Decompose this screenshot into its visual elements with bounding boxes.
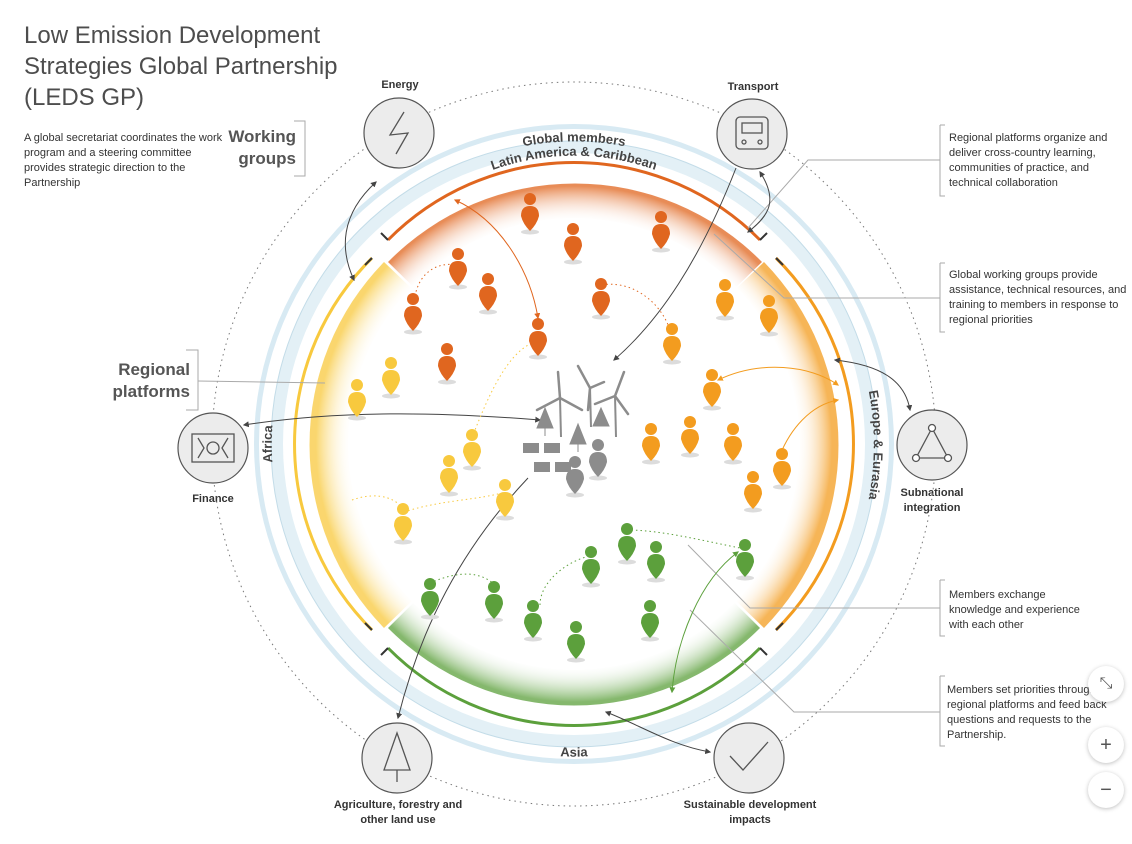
collapse-icon: ⤡ <box>1099 675 1113 692</box>
finance-label: Finance <box>192 493 234 505</box>
asia-member <box>485 581 503 623</box>
zoom-out-button[interactable]: − <box>1088 772 1124 808</box>
center-member <box>589 439 607 481</box>
callout-members-exchange: Members exchange knowledge and experienc… <box>949 589 1080 631</box>
transport-icon <box>716 98 788 170</box>
lac-member <box>652 211 670 253</box>
europe-member <box>744 471 762 513</box>
asia-member <box>647 541 665 583</box>
asia-member <box>641 600 659 642</box>
center-illustration <box>523 364 630 472</box>
lac-member <box>404 293 422 335</box>
africa-member <box>496 479 514 521</box>
europe-arc <box>774 256 855 632</box>
center-member <box>566 456 584 498</box>
energy-label: Energy <box>381 79 419 91</box>
europe-member <box>681 416 699 458</box>
zoom-in-button[interactable]: + <box>1088 727 1124 763</box>
lac-member <box>438 343 456 385</box>
collapse-button[interactable]: ⤡ <box>1088 666 1124 702</box>
afolu-label: Agriculture, forestry and other land use <box>333 799 463 826</box>
asia-text: Asia <box>560 744 588 759</box>
sdi-icon <box>713 722 785 794</box>
plus-icon: + <box>1100 733 1112 756</box>
lac-member <box>592 278 610 320</box>
europe-member <box>703 369 721 411</box>
africa-member <box>394 503 412 545</box>
europe-member <box>716 279 734 321</box>
lac-member <box>529 318 547 360</box>
transport-label: Transport <box>727 81 779 93</box>
asia-member <box>421 578 439 620</box>
callout-working-groups: Global working groups provide assistance… <box>949 269 1127 326</box>
europe-text: Europe & Eurasia <box>866 389 886 502</box>
asia-member <box>736 539 754 581</box>
lac-arc <box>386 161 762 242</box>
africa-member <box>348 379 366 421</box>
page-title: Low Emission Development Strategies Glob… <box>24 22 338 111</box>
europe-member <box>760 295 778 337</box>
working-groups-label: Working groups <box>228 127 296 168</box>
finance-icon <box>177 412 249 484</box>
members-layer <box>348 193 791 663</box>
global-members-text: Global members <box>521 129 627 149</box>
intro-text: A global secretariat coordinates the wor… <box>24 132 223 189</box>
energy-icon <box>363 97 435 169</box>
lac-member <box>449 248 467 290</box>
africa-member <box>440 455 458 497</box>
asia-member <box>524 600 542 642</box>
regional-platforms-label: Regional platforms <box>112 360 190 401</box>
asia-member <box>618 523 636 565</box>
minus-icon: − <box>1100 778 1112 801</box>
afolu-icon <box>361 722 433 794</box>
asia-member <box>582 546 600 588</box>
subnational-label: Subnational integration <box>900 487 964 514</box>
africa-member <box>463 429 481 471</box>
europe-member <box>773 448 791 490</box>
sdi-label: Sustainable development impacts <box>683 799 817 826</box>
lac-member <box>521 193 539 235</box>
working-groups-bracket <box>294 120 306 177</box>
asia-member <box>567 621 585 663</box>
lac-member <box>564 223 582 265</box>
africa-arc <box>293 256 374 632</box>
africa-member <box>382 357 400 399</box>
europe-member <box>663 323 681 365</box>
callout-members-priorities: Members set priorities through regional … <box>947 684 1107 741</box>
europe-member <box>642 423 660 465</box>
subnational-icon <box>896 409 968 481</box>
europe-member <box>724 423 742 465</box>
regional-platforms-bracket <box>186 349 199 411</box>
callout-regional-platforms: Regional platforms organize and deliver … <box>949 132 1108 189</box>
lac-member <box>479 273 497 315</box>
